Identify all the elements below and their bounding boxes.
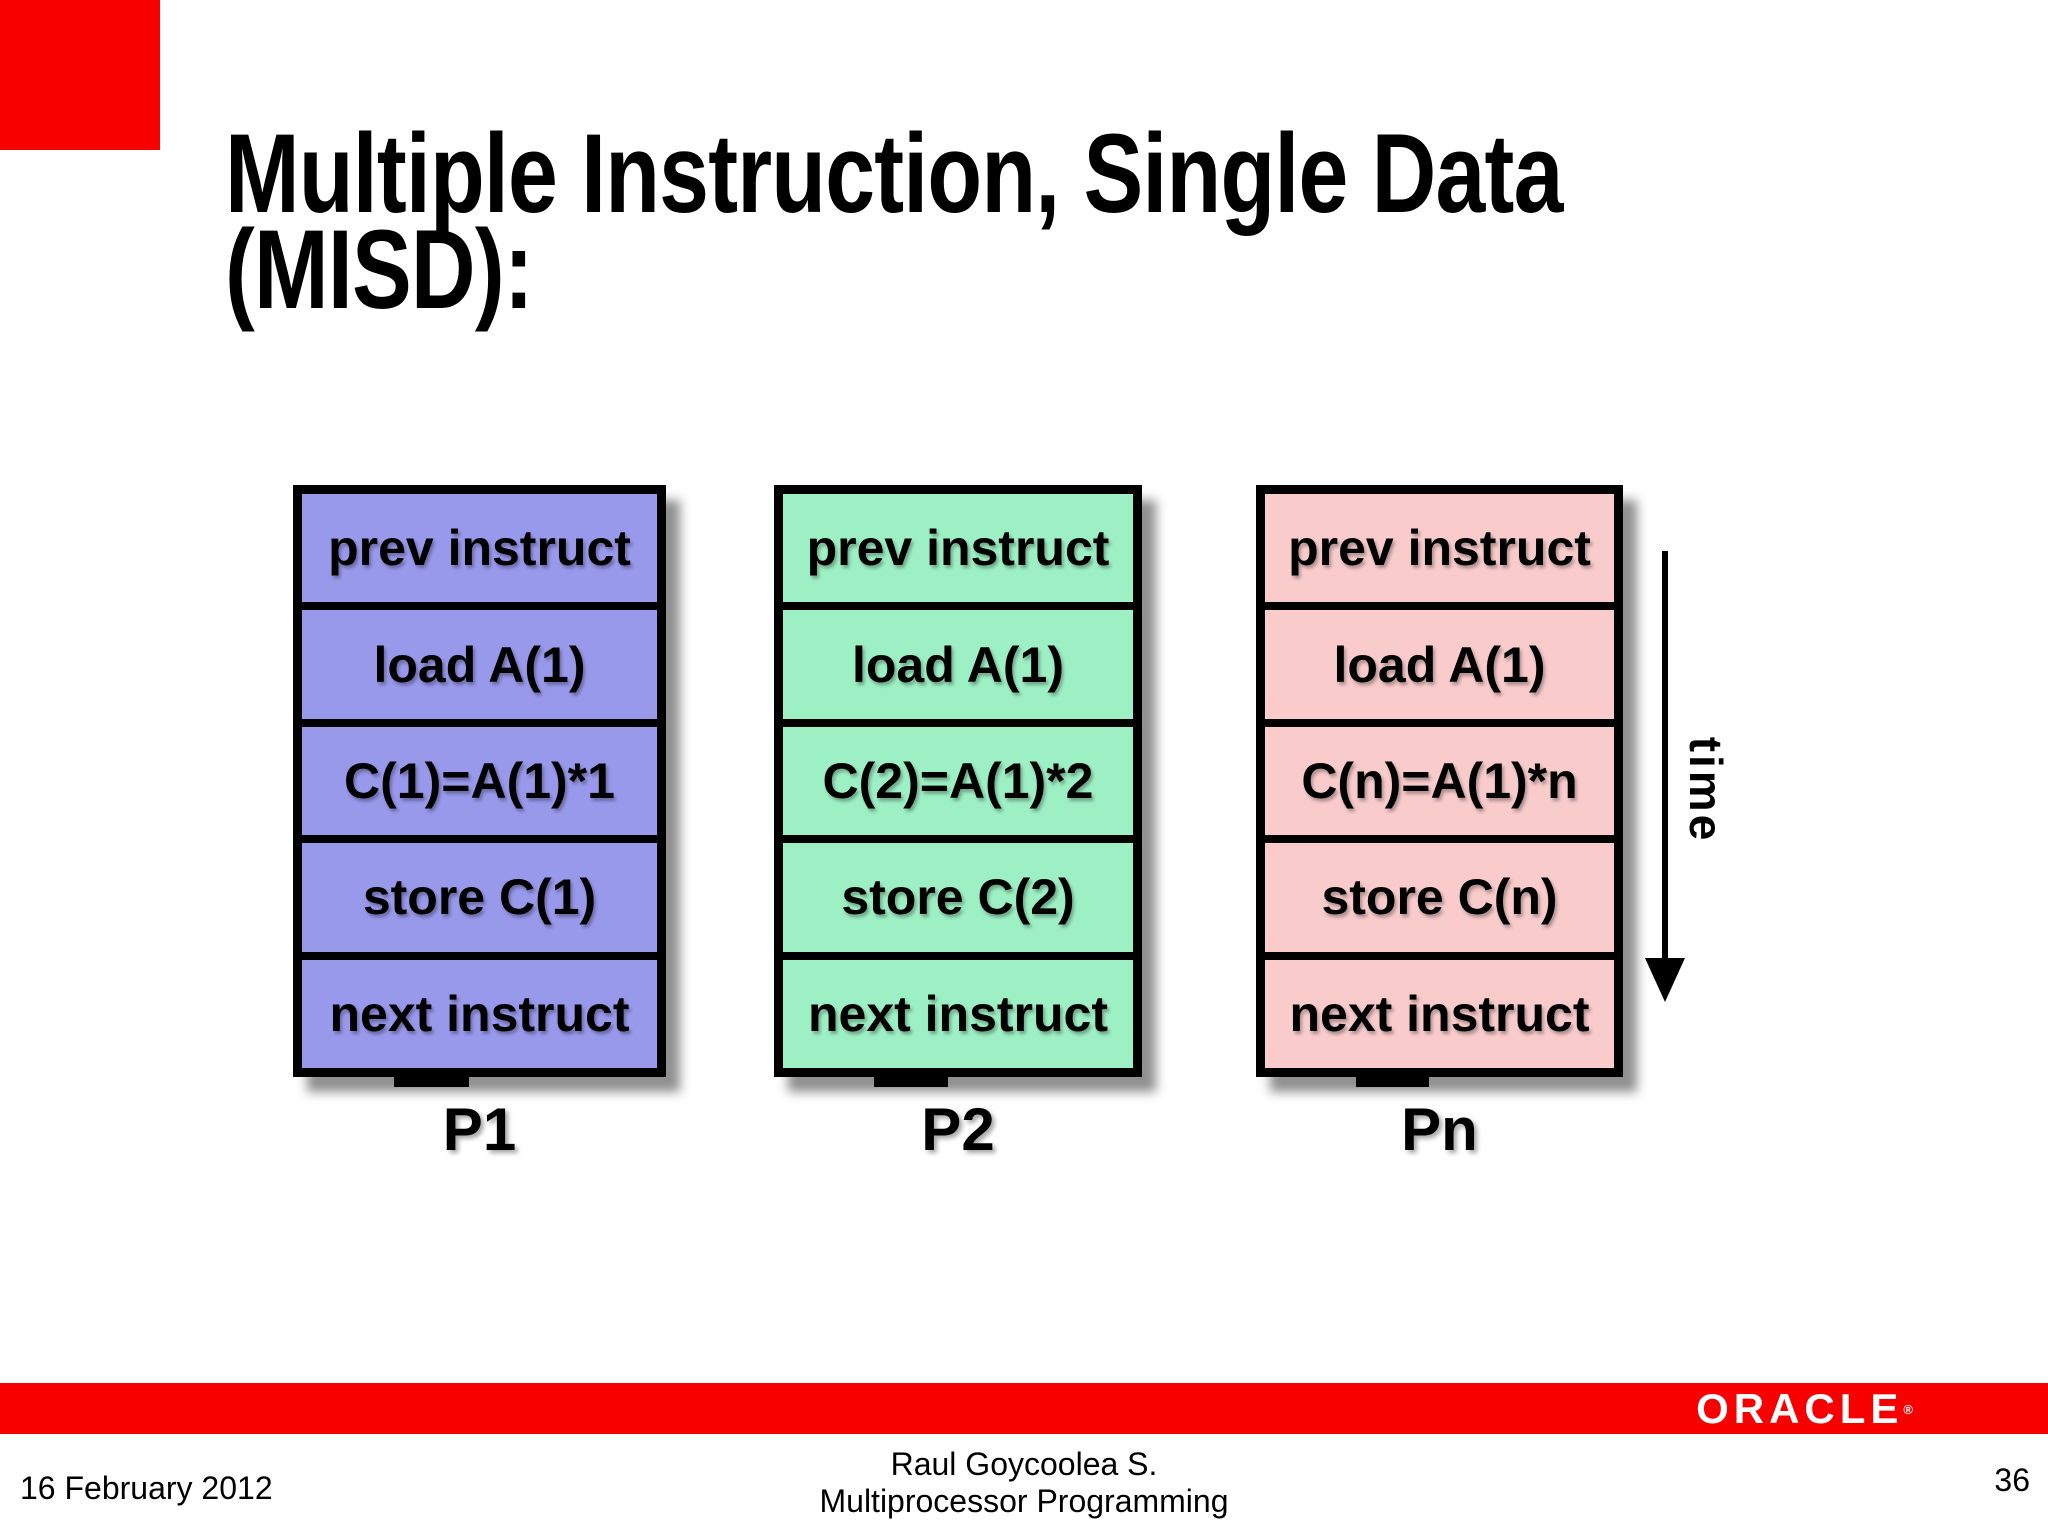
processor-label-p1: P1 xyxy=(442,1096,517,1163)
instruction-cell: prev instruct xyxy=(1288,520,1591,577)
time-axis-label: time xyxy=(1680,736,1732,844)
processor-column-pn: prev instruct load A(1) C(n)=A(1)*n stor… xyxy=(1256,485,1623,1087)
time-arrow-line xyxy=(1662,551,1668,963)
footer-credit-course: Multiprocessor Programming xyxy=(819,1483,1229,1519)
instruction-cell: store C(2) xyxy=(783,835,1133,951)
processor-column-p1: prev instruct load A(1) C(1)=A(1)*1 stor… xyxy=(293,485,666,1087)
oracle-logo-text: ORACLE xyxy=(1696,1384,1904,1432)
instruction-cell: next instruct xyxy=(302,951,657,1068)
instruction-cell: C(n)=A(1)*n xyxy=(1265,718,1614,835)
instruction-cell: next instruct xyxy=(1265,951,1614,1068)
footer-credit: Raul Goycoolea S. Multiprocessor Program… xyxy=(512,1446,1536,1520)
red-corner-square xyxy=(0,0,160,150)
footer-red-bar: ORACLE® xyxy=(0,1383,2048,1434)
processor-label-p2: P2 xyxy=(921,1096,995,1163)
page-number: 36 xyxy=(1994,1462,2030,1498)
slide-title: Multiple Instruction, Single Data (MISD)… xyxy=(225,111,1563,332)
instruction-cell: store C(n) xyxy=(1265,835,1614,951)
slide-title-line1: Multiple Instruction, Single Data xyxy=(225,111,1563,236)
instruction-cell: C(2)=A(1)*2 xyxy=(783,718,1133,835)
instruction-cell: load A(1) xyxy=(302,602,657,718)
instruction-cell: prev instruct xyxy=(328,520,631,577)
instruction-cell: load A(1) xyxy=(1265,602,1614,718)
instruction-cell: load A(1) xyxy=(783,602,1133,718)
footer-credit-author: Raul Goycoolea S. xyxy=(890,1446,1158,1482)
processor-column-p2: prev instruct load A(1) C(2)=A(1)*2 stor… xyxy=(774,485,1142,1087)
instruction-cell: store C(1) xyxy=(302,835,657,951)
time-arrow-down-icon xyxy=(1645,958,1685,1002)
instruction-cell: C(1)=A(1)*1 xyxy=(302,718,657,835)
instruction-cell: next instruct xyxy=(783,951,1133,1068)
instruction-cell: prev instruct xyxy=(806,520,1110,577)
oracle-logo: ORACLE® xyxy=(1696,1384,1913,1432)
processor-label-pn: Pn xyxy=(1401,1096,1478,1163)
slide-title-line2: (MISD): xyxy=(225,207,534,332)
footer-date: 16 February 2012 xyxy=(20,1470,273,1506)
registered-trademark-icon: ® xyxy=(1903,1401,1913,1417)
